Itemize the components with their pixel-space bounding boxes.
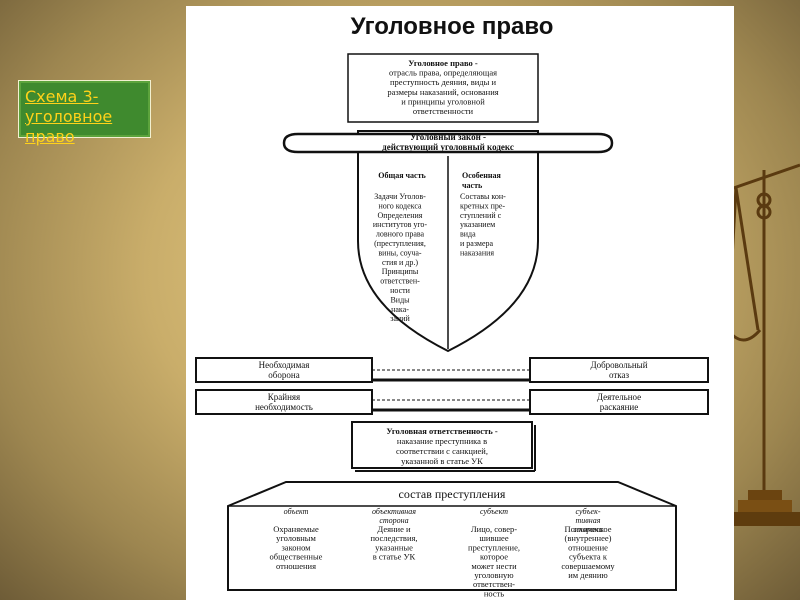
definition-line: размеры наказаний, основания	[387, 87, 498, 97]
voluntary-refusal-label-1: Добровольный	[590, 360, 647, 370]
law-banner	[282, 132, 614, 154]
crime-column-line: Лицо, совер-	[471, 524, 517, 534]
crime-column-line: Охраняемые	[273, 524, 319, 534]
general-part-line: институтов уго-	[373, 220, 428, 229]
special-part-line: и размера	[460, 239, 493, 248]
crime-column-line: Деяние и	[377, 524, 411, 534]
definition-line: и принципы уголовной	[401, 96, 485, 106]
general-part-line: вины, соуча-	[378, 248, 422, 257]
crime-column-header: тивная	[576, 516, 601, 525]
crime-column-line: (внутреннее)	[565, 533, 612, 543]
crime-column-line: общественные	[270, 552, 323, 562]
crime-column-header: объективная	[372, 507, 416, 516]
slide-link-box: Схема 3-уголовное право	[18, 80, 151, 146]
definition-line: Уголовное право -	[408, 58, 478, 68]
special-part-heading: часть	[462, 181, 483, 190]
extreme-necessity-box	[195, 389, 373, 415]
definition-text: Уголовное право -отрасль права, определя…	[387, 58, 498, 116]
general-part-line: Задачи Уголов-	[374, 192, 426, 201]
definition-line: ответственности	[413, 106, 474, 116]
crime-column-header: субъект	[480, 507, 508, 516]
general-part-line: нака-	[391, 305, 409, 314]
general-part-line: Определения	[378, 211, 423, 220]
active-repentance-box	[529, 389, 709, 415]
general-part-line: ного кодекса	[378, 201, 422, 210]
crime-column-header: сторона	[379, 516, 408, 525]
special-part-line: кретных пре-	[460, 201, 505, 210]
voluntary-refusal-box	[529, 357, 709, 383]
crime-column-line: совершаемому	[561, 561, 615, 571]
criminal-law-diagram: Уголовное право Уголовное право -отрасль…	[195, 13, 709, 598]
crime-columns: объектОхраняемыеуголовнымзакономобществе…	[270, 507, 616, 598]
crime-column-line: законом	[281, 542, 311, 552]
crime-column-line: субъекта к	[569, 552, 608, 562]
active-repentance-label-1: Деятельное	[597, 392, 641, 402]
special-part-line: указанием	[460, 220, 495, 229]
crime-column-line: уголовную	[474, 570, 514, 580]
responsibility-box	[351, 421, 533, 469]
self-defense-label-1: Необходимая	[259, 360, 310, 370]
crime-column-line: последствия,	[370, 533, 417, 543]
general-part-line: ответствен-	[380, 277, 420, 286]
extreme-necessity-label-1: Крайняя	[268, 392, 300, 402]
general-part-line: Виды	[390, 295, 410, 304]
crime-column-header: сторона	[573, 525, 602, 534]
crime-column-line: ность	[484, 588, 504, 598]
crime-column-line: им деянию	[568, 570, 608, 580]
scales-of-justice-icon	[728, 163, 800, 526]
responsibility-line: указанной в статье УК	[401, 456, 483, 466]
special-part-line: наказания	[460, 248, 494, 257]
responsibility-text: Уголовная ответственность -наказание пре…	[386, 426, 497, 466]
responsibility-line: Уголовная ответственность -	[386, 426, 497, 436]
definition-line: отрасль права, определяющая	[389, 68, 497, 78]
diagram-page: Уголовное право Уголовное право -отрасль…	[186, 6, 734, 600]
general-part-line: заний	[390, 314, 410, 323]
responsibility-line: соответствии с санкцией,	[396, 446, 488, 456]
special-part-line: вида	[460, 230, 476, 239]
crime-column-header: объект	[284, 507, 309, 516]
general-part-line: ловного права	[376, 230, 425, 239]
general-part-line: стия и др.)	[382, 258, 418, 267]
crime-column-line: Психическое	[564, 524, 611, 534]
crime-column-line: указанные	[375, 542, 413, 552]
general-part-line: (преступления,	[374, 239, 426, 248]
crime-column-line: шившее	[479, 533, 508, 543]
definition-box	[347, 53, 539, 123]
law-banner-line-1: Уголовный закон -	[410, 132, 486, 142]
general-part-line: ности	[390, 286, 411, 295]
crime-column-line: которое	[480, 552, 508, 562]
extreme-necessity-label-2: необходимость	[255, 402, 313, 412]
general-part-line: Принципы	[382, 267, 419, 276]
crime-composition-title: состав преступления	[399, 487, 506, 501]
definition-line: преступность деяния, виды и	[390, 77, 496, 87]
crime-column-line: уголовным	[276, 533, 316, 543]
self-defense-label-2: оборона	[268, 370, 299, 380]
crime-column-line: отношение	[568, 542, 608, 552]
responsibility-line: наказание преступника в	[397, 436, 487, 446]
crime-column-header: субъек-	[576, 507, 601, 516]
crime-column-line: в статье УК	[373, 552, 416, 562]
diagram-title: Уголовное право	[351, 13, 554, 40]
special-part-line: ступлений с	[460, 211, 502, 220]
crime-column-line: преступление,	[468, 542, 520, 552]
general-part-heading: Общая часть	[378, 171, 426, 180]
law-banner-line-2: действующий уголовный кодекс	[382, 142, 514, 152]
special-part-line: Составы кон-	[460, 192, 506, 201]
crime-column-line: ответствен-	[473, 579, 515, 589]
voluntary-refusal-label-2: отказ	[609, 370, 630, 380]
special-part-heading: Особенная	[462, 171, 501, 180]
scheme-link[interactable]: Схема 3-уголовное право	[25, 87, 113, 146]
crime-column-line: отношения	[276, 561, 316, 571]
active-repentance-label-2: раскаяние	[600, 402, 639, 412]
crime-column-line: может нести	[471, 561, 517, 571]
self-defense-box	[195, 357, 373, 383]
